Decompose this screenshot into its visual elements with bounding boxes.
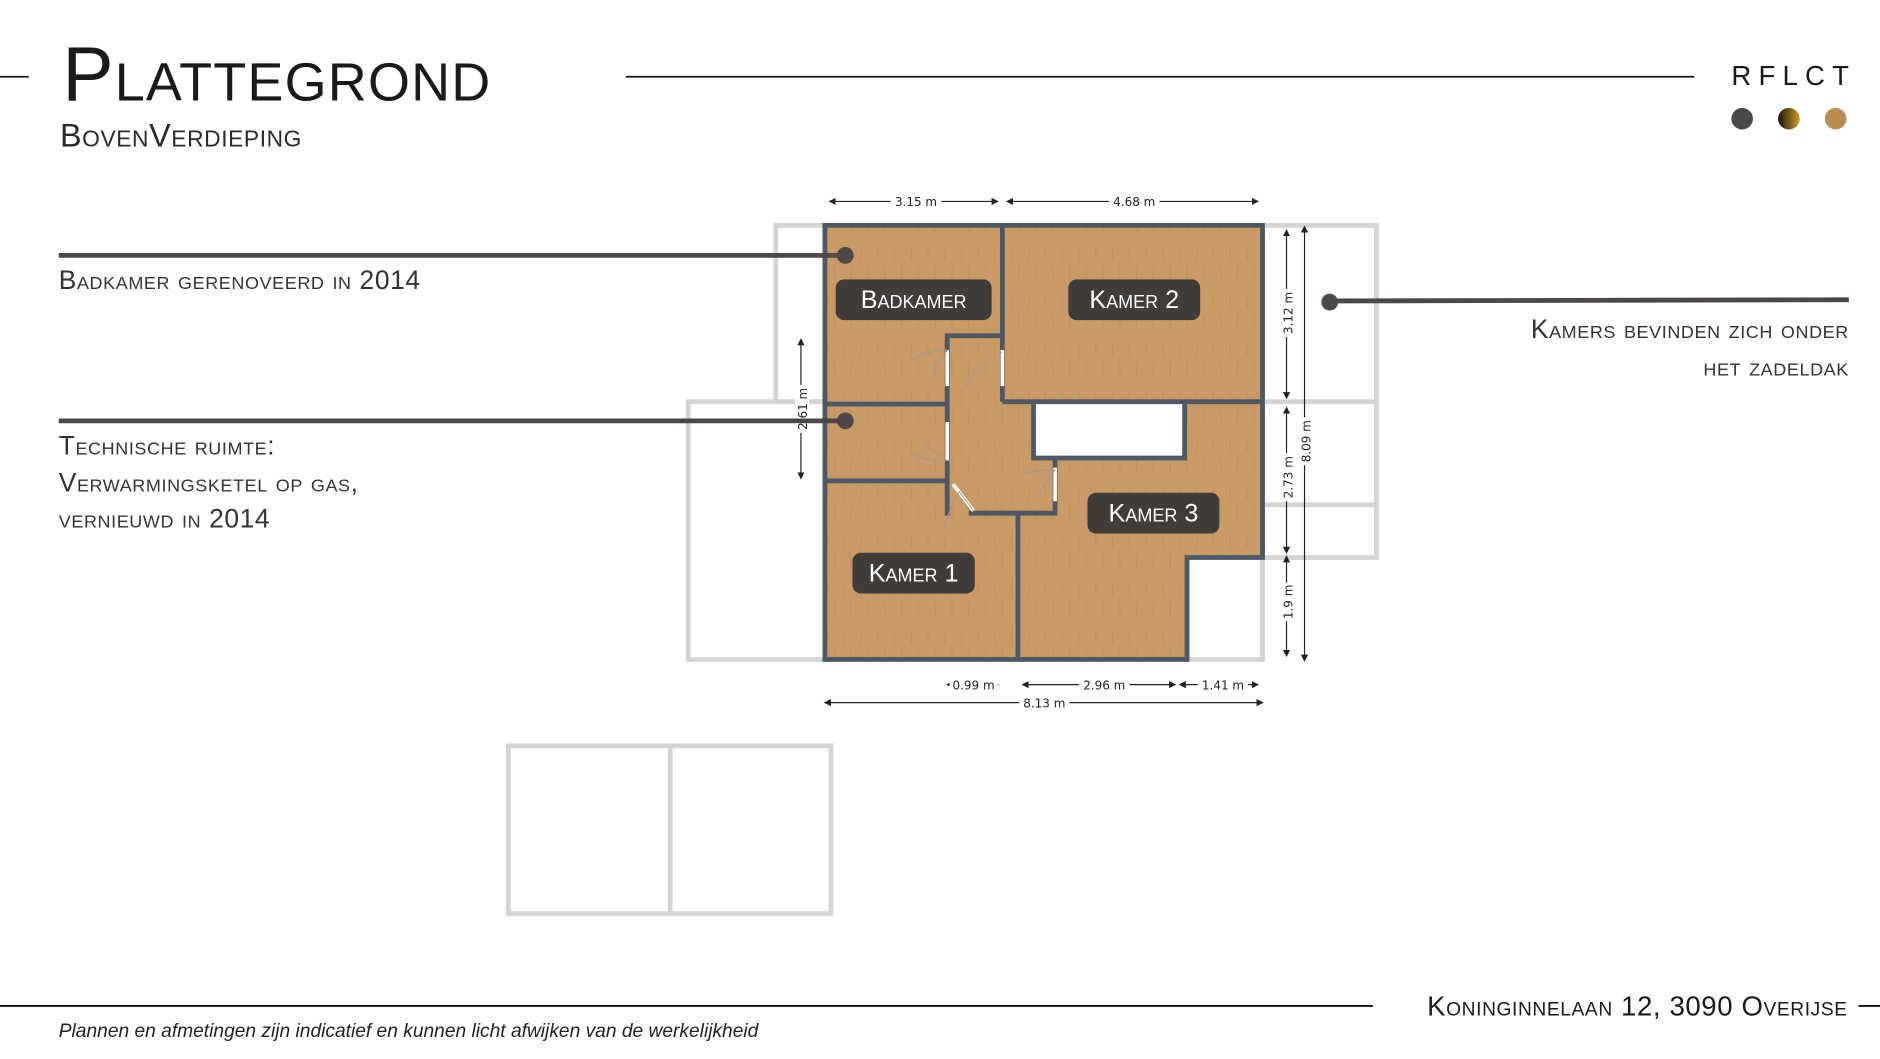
stairwell-void — [1033, 404, 1185, 459]
room-name: Kamer 2 — [1089, 286, 1179, 314]
annotation-dot-rooms — [1321, 293, 1339, 311]
dim-right-a: 3.12 m — [1282, 292, 1296, 334]
room-label-room1: Kamer 1 — [852, 552, 975, 594]
dim-left: 2.61 m — [796, 388, 810, 430]
footer-address: Koninginnelaan 12, 3090 Overijse — [1427, 990, 1848, 1022]
brand-dot-gray — [1731, 107, 1753, 130]
room-name: Kamer 3 — [1109, 500, 1199, 528]
room-label-room3: Kamer 3 — [1087, 492, 1220, 534]
room-label-bathroom: Badkamer — [835, 279, 992, 321]
door-swings — [911, 349, 1057, 528]
dim-top-left: 3.15 m — [895, 195, 937, 209]
annotation-technical: Technische ruimte: Verwarmingsketel op g… — [59, 428, 359, 538]
room-name: Badkamer — [861, 286, 967, 314]
page-title: Plattegrond — [62, 31, 492, 118]
brand-logo: RFLCT — [1731, 59, 1857, 92]
dim-right-total: 8.09 m — [1300, 420, 1314, 462]
annotation-leaders — [58, 252, 1849, 424]
annotation-bathroom: Badkamer gerenoveerd in 2014 — [58, 264, 421, 295]
dim-bottom-b: 2.96 m — [1083, 678, 1125, 692]
dim-bottom-c: 1.41 m — [1202, 678, 1244, 692]
dim-top-right: 4.68 m — [1113, 195, 1155, 209]
dim-bottom-a: 0.99 m — [953, 678, 995, 692]
dim-right-c: 1.9 m — [1282, 585, 1296, 620]
page-subtitle: BovenVerdieping — [59, 117, 303, 154]
annotation-dot-technical — [836, 412, 854, 430]
annotation-line: vernieuwd in 2014 — [58, 503, 271, 534]
room-label-room2: Kamer 2 — [1068, 279, 1201, 321]
room-name: Kamer 1 — [869, 560, 959, 588]
dim-right-b: 2.73 m — [1282, 456, 1296, 498]
annotation-line: Technische ruimte: — [58, 430, 276, 461]
annotation-rooms: Kamers bevinden zich onder het zadeldak — [1531, 312, 1849, 385]
dim-bottom-total: 8.13 m — [1023, 696, 1065, 710]
annotation-line: het zadeldak — [1703, 350, 1849, 381]
annotation-dot-bathroom — [836, 246, 854, 264]
annotation-line: Verwarmingsketel op gas, — [58, 467, 359, 497]
footer-disclaimer: Plannen en afmetingen zijn indicatief en… — [58, 1021, 759, 1042]
brand-dot-tan — [1824, 107, 1847, 130]
annotation-line: Kamers bevinden zich onder — [1530, 314, 1849, 345]
brand-dot-gold — [1778, 107, 1800, 130]
